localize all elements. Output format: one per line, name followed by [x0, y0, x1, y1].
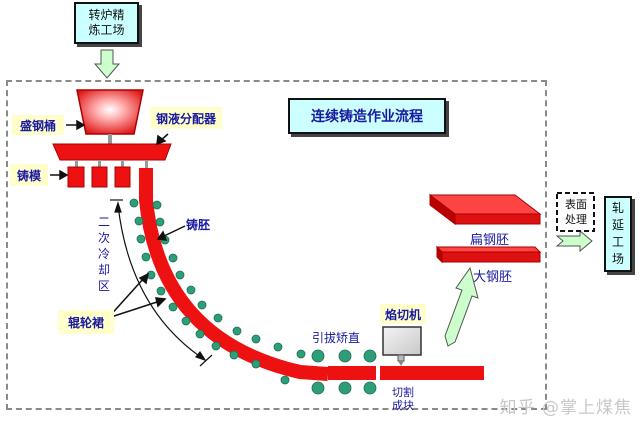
- tundish-label: 钢液分配器: [150, 107, 222, 129]
- mold-label: 铸模: [10, 164, 48, 186]
- ladle-label: 盛钢桶: [12, 115, 64, 135]
- slab-label: 扁钢胚: [470, 233, 510, 248]
- secondary-cooling-label: 二 次 冷 却 区: [97, 214, 111, 294]
- cooling-char: 却: [97, 263, 110, 277]
- surface-line-2: 处理: [565, 213, 587, 226]
- straightener-label: 引拔矫直: [312, 331, 361, 345]
- torch-cutter-icon: [382, 326, 422, 366]
- ladle-icon: [76, 89, 144, 144]
- mill-char: 工: [611, 235, 624, 249]
- rollers-label: 辊轮裙: [58, 310, 114, 334]
- cut-line-2: 成块: [392, 399, 414, 412]
- surface-treatment-label: 表面 处理: [559, 197, 593, 227]
- process-frame: [6, 80, 547, 410]
- refinery-box: 转炉精 炼工场: [74, 2, 139, 44]
- mill-char: 延: [611, 218, 624, 232]
- up-right-arrow-icon: [444, 266, 479, 347]
- cut-to-length-label: 切割 成块: [392, 386, 414, 412]
- pointer-arrows: [50, 119, 186, 319]
- strand-label: 铸胚: [186, 218, 211, 232]
- title-box: 连续铸造作业流程: [288, 98, 446, 134]
- refinery-line-2: 炼工场: [88, 23, 125, 37]
- watermark: 知乎 @掌上煤焦: [499, 398, 632, 418]
- mill-char: 场: [611, 252, 624, 266]
- refinery-line-1: 转炉精: [88, 8, 125, 22]
- roller-icons: [129, 198, 377, 395]
- right-arrow-icon: [555, 229, 593, 253]
- tundish-icon: [52, 143, 172, 168]
- mill-char: 轧: [611, 201, 624, 215]
- mold-icons: [67, 166, 131, 188]
- cooling-char: 次: [97, 231, 110, 245]
- page-title: 连续铸造作业流程: [311, 109, 423, 125]
- rolling-mill-box: 轧 延 工 场: [604, 196, 632, 272]
- bloom-icon: [435, 245, 542, 264]
- cut-line-1: 切割: [392, 386, 414, 399]
- surface-treatment-box: [556, 192, 595, 232]
- cooling-zone-arc: [110, 199, 213, 367]
- surface-line-1: 表面: [565, 198, 587, 211]
- strand-icon: [139, 168, 484, 381]
- torch-cutter-label: 焰切机: [380, 304, 426, 324]
- cooling-char: 二: [97, 215, 110, 229]
- cooling-char: 区: [97, 279, 110, 293]
- slab-icon: [428, 193, 542, 226]
- cooling-char: 冷: [97, 247, 110, 261]
- down-arrow-icon: [93, 49, 121, 79]
- bloom-label: 大钢胚: [473, 270, 513, 285]
